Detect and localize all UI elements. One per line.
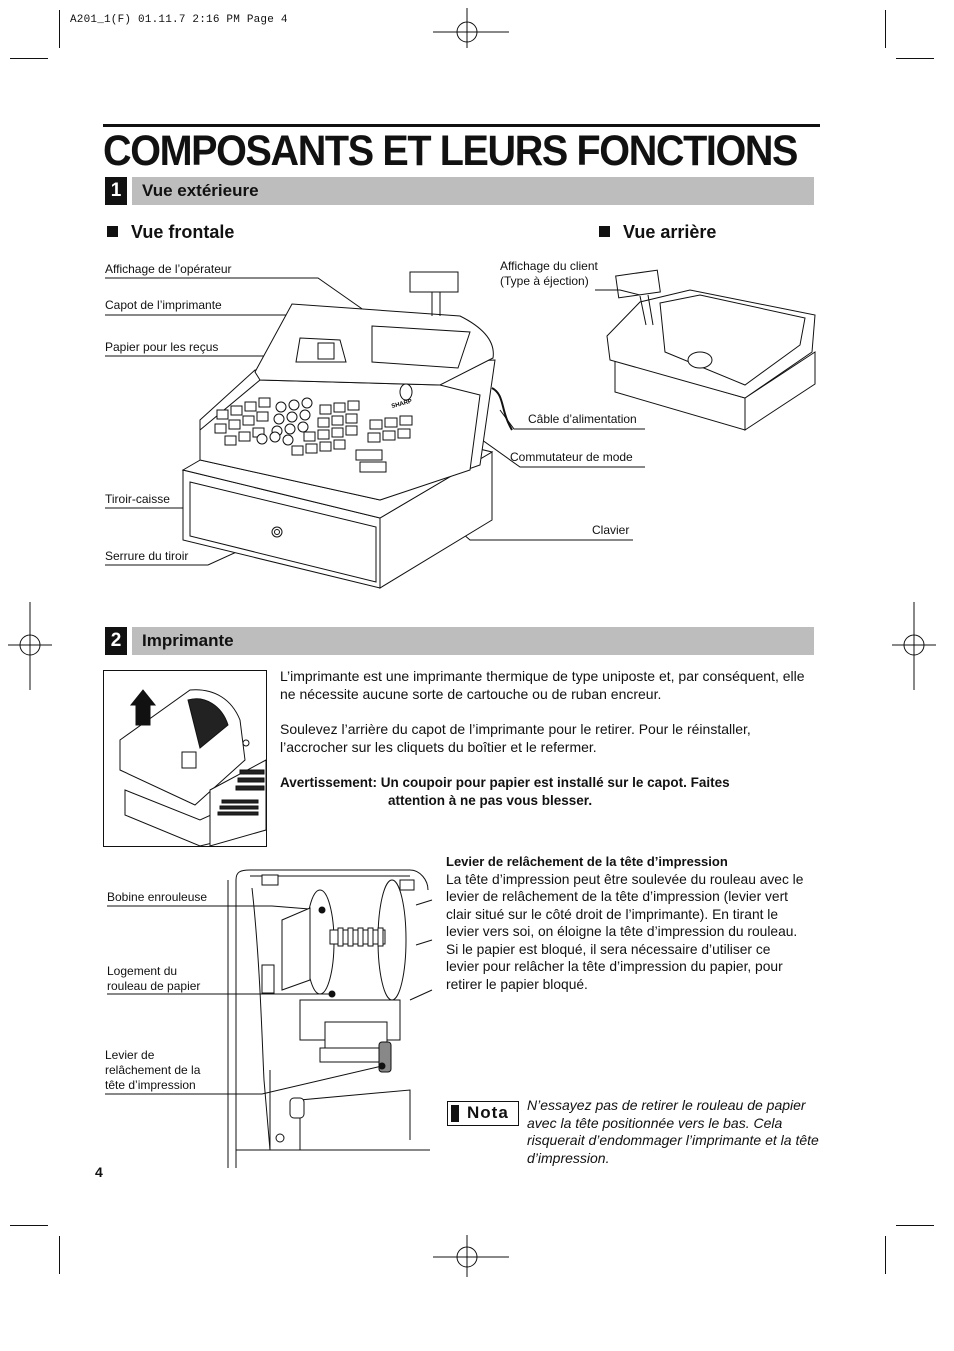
crop-mark xyxy=(896,1225,934,1226)
callout-drawer-lock: Serrure du tiroir xyxy=(105,549,189,563)
printer-internals-illustration xyxy=(105,869,433,1168)
section-number: 2 xyxy=(105,627,127,655)
cash-register-rear-illustration xyxy=(595,269,816,431)
printer-remove-instructions: Soulevez l’arrière du capot de l’imprima… xyxy=(280,721,751,755)
nota-block-icon xyxy=(451,1105,459,1122)
crop-mark xyxy=(59,1236,60,1274)
cash-register-front-illustration: SHARP xyxy=(105,271,645,589)
callout-customer-display: Affichage du client (Type à éjection) xyxy=(500,259,598,288)
section-label: Vue extérieure xyxy=(142,181,259,200)
section-label: Imprimante xyxy=(142,631,234,650)
crop-mark xyxy=(10,1225,48,1226)
lever-description: Levier de relâchement de la tête d’impre… xyxy=(446,853,831,993)
nota-badge: Nota xyxy=(447,1101,519,1126)
rear-view-heading: Vue arrière xyxy=(599,222,716,243)
callout-operator-display: Affichage de l’opérateur xyxy=(105,262,232,276)
section-number: 1 xyxy=(105,177,127,205)
callout-drawer: Tiroir-caisse xyxy=(105,492,170,506)
section-bar: Imprimante xyxy=(132,627,814,655)
crop-mark xyxy=(885,10,886,48)
file-slug: A201_1(F) 01.11.7 2:16 PM Page 4 xyxy=(70,14,288,26)
page-number: 4 xyxy=(95,1164,103,1180)
printer-cover-removal-illustration xyxy=(103,670,267,847)
crop-mark xyxy=(59,10,60,48)
bullet-square-icon xyxy=(599,226,610,237)
callout-keyboard: Clavier xyxy=(592,523,630,537)
nota-text: N’essayez pas de retirer le rouleau de p… xyxy=(527,1097,819,1166)
crop-mark xyxy=(896,58,934,59)
title-rule xyxy=(103,124,820,127)
brand-label: SHARP xyxy=(391,399,413,410)
front-view-heading: Vue frontale xyxy=(107,222,234,243)
callout-take-up-spool: Bobine enrouleuse xyxy=(107,890,208,904)
lever-title: Levier de relâchement de la tête d’impre… xyxy=(446,854,728,869)
section-bar: Vue extérieure xyxy=(132,177,814,205)
bullet-square-icon xyxy=(107,226,118,237)
nota-label: Nota xyxy=(467,1103,509,1122)
crop-mark xyxy=(885,1236,886,1274)
page-title: COMPOSANTS ET LEURS FONCTIONS xyxy=(103,127,798,175)
callout-mode-switch: Commutateur de mode xyxy=(510,450,633,464)
callout-power-cord: Câble d’alimentation xyxy=(528,412,637,426)
printer-warning: Avertissement: Un coupoir pour papier es… xyxy=(280,775,730,808)
printer-intro: L’imprimante est une imprimante thermiqu… xyxy=(280,668,805,702)
callout-receipt-paper: Papier pour les reçus xyxy=(105,340,219,354)
callout-printer-cover: Capot de l’imprimante xyxy=(105,298,222,312)
callout-paper-roll: Logement du rouleau de papier xyxy=(107,964,201,993)
callout-print-head-lever: Levier de relâchement de la tête d’impre… xyxy=(105,1048,201,1092)
crop-mark xyxy=(10,58,48,59)
